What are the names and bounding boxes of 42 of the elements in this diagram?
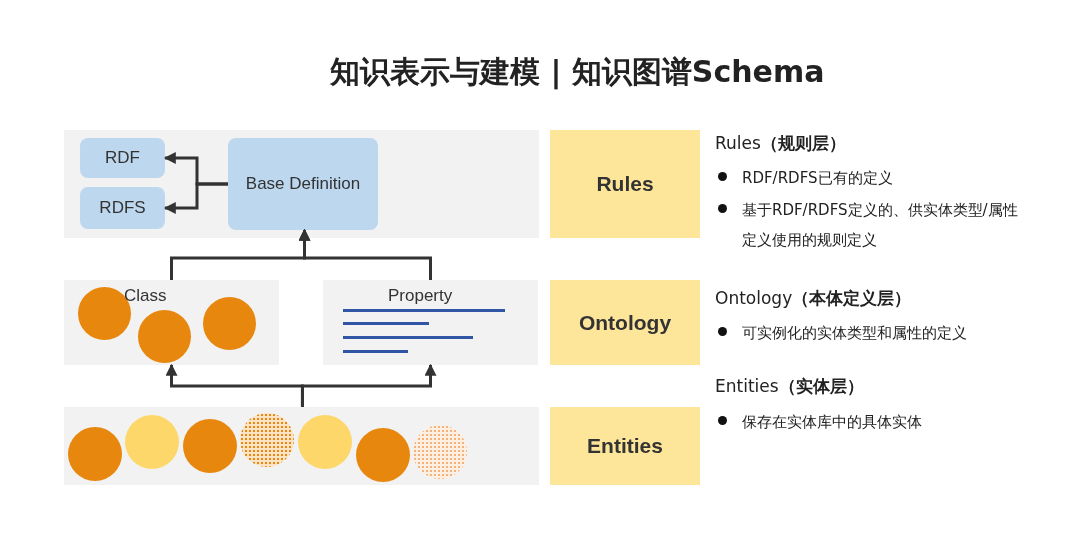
title: 知识表示与建模 | 知识图谱Schema (330, 53, 825, 92)
property-panel (323, 280, 538, 365)
entity-circle (183, 419, 237, 473)
class-circle (138, 310, 191, 363)
definition-panel (64, 130, 539, 238)
card-label: Base Definition (245, 174, 361, 194)
layer-panel (550, 130, 700, 238)
panel-title: Class (124, 286, 167, 305)
property-line (343, 336, 473, 339)
class-circle (203, 297, 256, 350)
layer-heading: Ontology（本体定义层） (715, 287, 913, 310)
property-line (343, 322, 429, 325)
definition-card (80, 138, 165, 178)
arrow (163, 182, 228, 214)
class-panel (64, 280, 279, 365)
property-line (343, 309, 505, 312)
layer-title: Ontology (578, 310, 672, 335)
bullet-text: 可实例化的实体类型和属性的定义 (742, 323, 968, 344)
entity-circle (125, 415, 179, 469)
card-label: RDFS (99, 198, 146, 218)
entity-circle (298, 415, 352, 469)
definition-card (80, 187, 165, 229)
layer-heading: Rules（规则层） (715, 132, 847, 155)
entity-circle (240, 413, 294, 467)
property-line (343, 350, 408, 353)
definition-card (228, 138, 378, 230)
card-label: RDF (105, 148, 140, 168)
arrow (298, 228, 432, 280)
layer-heading: Entities（实体层） (715, 375, 865, 398)
layer-panel (550, 407, 700, 485)
entities-panel (64, 407, 539, 485)
entity-circle (413, 425, 467, 479)
layer-panel (550, 280, 700, 365)
panel-title: Property (388, 286, 453, 305)
entity-circle (68, 427, 122, 481)
layer-title: Entities (587, 434, 663, 458)
bullet-text: 基于RDF/RDFS定义的、供实体类型/属性定义使用的规则定义 (742, 200, 1019, 251)
bullet-text: 保存在实体库中的具体实体 (742, 412, 923, 433)
arrow (300, 363, 437, 407)
layer-title: Rules (596, 172, 654, 196)
bullet-text: RDF/RDFS已有的定义 (742, 168, 894, 189)
entity-circle (356, 428, 410, 482)
